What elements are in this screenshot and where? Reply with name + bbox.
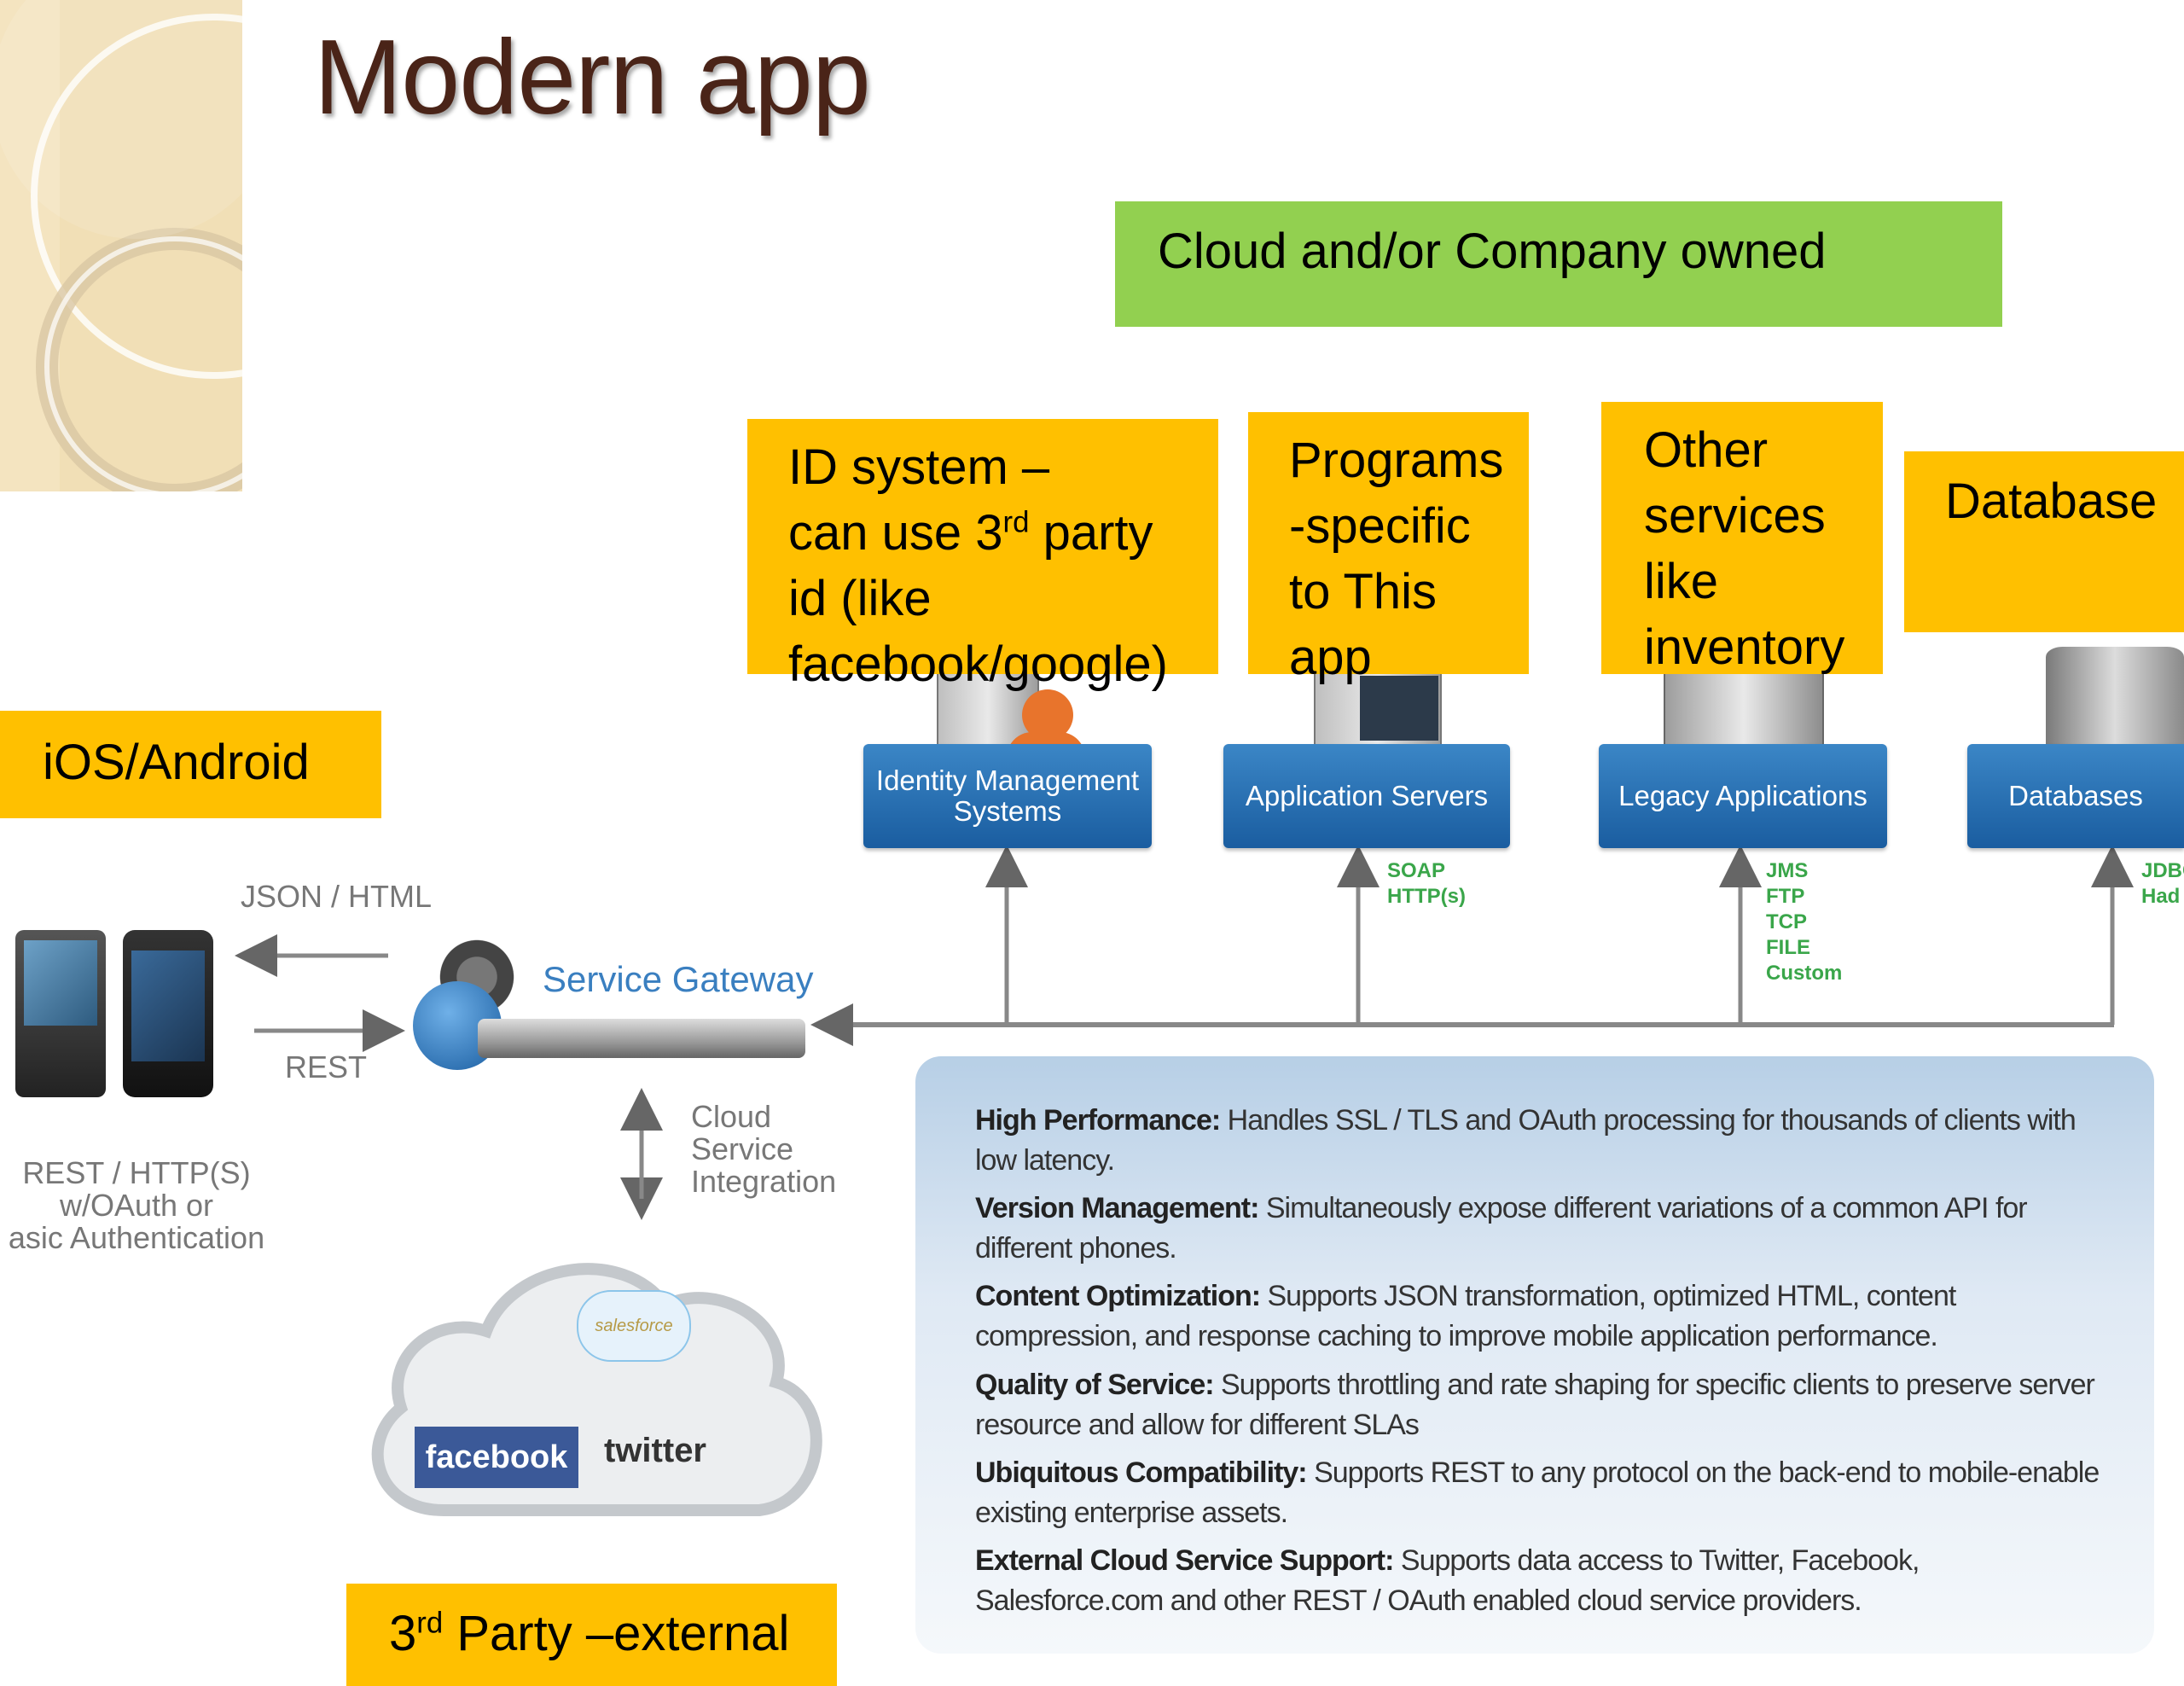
- identity-management-server: Identity Management Systems: [863, 744, 1152, 848]
- databases: Databases: [1967, 744, 2184, 848]
- other-services-line: inventory: [1644, 619, 1845, 675]
- features-panel: High Performance: Handles SSL / TLS and …: [915, 1056, 2154, 1654]
- twitter-logo: twitter: [604, 1432, 706, 1469]
- cloud-integration-label: Cloud Service Integration: [691, 1099, 837, 1199]
- cloud-icon: [371, 1263, 822, 1516]
- programs-line: to This: [1289, 564, 1438, 619]
- corner-rings: [0, 0, 242, 491]
- page-title: Modern app: [314, 19, 871, 137]
- programs-line: -specific: [1289, 498, 1471, 554]
- programs-line: Programs: [1289, 433, 1504, 488]
- rest-https-label: REST / HTTP(S) w/OAuth or asic Authentic…: [8, 1155, 265, 1255]
- protocols-legacy: JMS FTP TCP FILE Custom: [1766, 859, 1843, 985]
- other-services-line: Other: [1644, 422, 1769, 478]
- feature-item: Content Optimization: Supports JSON tran…: [975, 1280, 1956, 1352]
- other-services-callout: Other services like inventory: [1601, 402, 1883, 675]
- ios-android-callout: iOS/Android: [0, 711, 381, 818]
- ios-android-label: iOS/Android: [43, 735, 310, 790]
- id-system-line3: id (like: [788, 571, 932, 626]
- salesforce-logo: salesforce: [577, 1290, 691, 1362]
- database-label: Database: [1945, 474, 2158, 529]
- feature-item: High Performance: Handles SSL / TLS and …: [975, 1104, 2077, 1177]
- id-system-line2: can use 3rd party: [788, 505, 1153, 561]
- protocols-application: SOAP HTTP(s): [1387, 859, 1466, 908]
- cloud-owned-label: Cloud and/or Company owned: [1158, 224, 1827, 279]
- programs-line: app: [1289, 630, 1372, 685]
- third-party-callout: 3rd Party –external: [346, 1584, 837, 1686]
- database-callout: Database: [1904, 451, 2184, 632]
- android-phone-icon: [15, 930, 106, 1097]
- service-gateway-label: Service Gateway: [543, 959, 814, 999]
- connector-lines: [235, 845, 2134, 1220]
- programs-callout: Programs -specific to This app: [1248, 412, 1529, 685]
- corner-decoration: [0, 0, 242, 491]
- iphone-icon: [123, 930, 213, 1097]
- id-system-line1: ID system –: [788, 439, 1050, 495]
- application-servers: Application Servers: [1223, 744, 1510, 848]
- feature-item: Quality of Service: Supports throttling …: [975, 1369, 2095, 1441]
- feature-item: Version Management: Simultaneously expos…: [975, 1192, 2028, 1264]
- other-services-line: services: [1644, 488, 1826, 544]
- id-system-line4: facebook/google): [788, 637, 1168, 692]
- json-html-label: JSON / HTML: [241, 879, 433, 914]
- legacy-applications: Legacy Applications: [1599, 744, 1887, 848]
- protocols-databases: JDBC Had: [2141, 859, 2184, 908]
- facebook-logo: facebook: [415, 1427, 578, 1488]
- cloud-owned-callout: Cloud and/or Company owned: [1115, 201, 2002, 327]
- feature-item: External Cloud Service Support: Supports…: [975, 1544, 1920, 1617]
- rest-label: REST: [285, 1049, 368, 1084]
- id-system-callout: ID system – can use 3rd party id (like f…: [747, 419, 1218, 692]
- app-cluster-icon: [1360, 676, 1438, 741]
- feature-item: Ubiquitous Compatibility: Supports REST …: [975, 1456, 2100, 1529]
- third-party-label: 3rd Party –external: [389, 1606, 790, 1661]
- gateway-appliance: [478, 1019, 805, 1058]
- other-services-line: like: [1644, 554, 1719, 609]
